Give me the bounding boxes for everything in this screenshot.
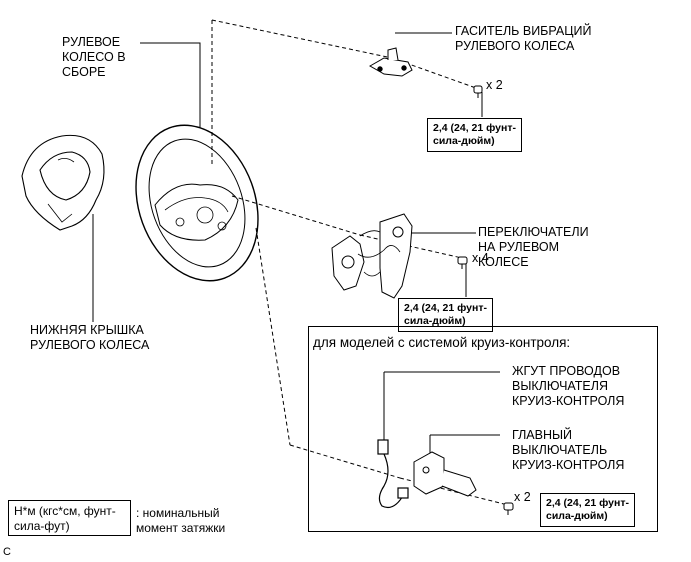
damper-screw-illustration (473, 85, 483, 98)
steering-wheel-illustration (135, 124, 259, 282)
qty-cruise-screws: x 2 (514, 490, 531, 504)
label-wire-harness: ЖГУТ ПРОВОДОВ ВЫКЛЮЧАТЕЛЯ КРУИЗ-КОНТРОЛЯ (512, 364, 625, 408)
leader-lines (92, 32, 500, 470)
corner-mark: C (3, 546, 11, 558)
switch-screw-illustration (457, 256, 468, 269)
qty-switch-screws: x 4 (472, 251, 489, 265)
legend-description: : номинальный момент затяжки (136, 506, 226, 535)
label-steering-switches: ПЕРЕКЛЮЧАТЕЛИ НА РУЛЕВОМ КОЛЕСЕ (478, 225, 589, 269)
cruise-switch-illustration (413, 451, 477, 497)
torque-cruise: 2,4 (24, 21 фунт- сила-дюйм) (540, 493, 635, 527)
torque-damper: 2,4 (24, 21 фунт- сила-дюйм) (427, 118, 522, 152)
cruise-screw-illustration (503, 502, 514, 515)
label-cruise-main-switch: ГЛАВНЫЙ ВЫКЛЮЧАТЕЛЬ КРУИЗ-КОНТРОЛЯ (512, 428, 625, 472)
assembly-dashed-lines (211, 19, 509, 506)
lower-cover-illustration (21, 134, 105, 231)
label-lower-cover: НИЖНЯЯ КРЫШКА РУЛЕВОГО КОЛЕСА (30, 323, 150, 352)
label-steering-wheel: РУЛЕВОЕ КОЛЕСО В СБОРЕ (62, 35, 126, 79)
qty-damper-screws: x 2 (486, 78, 503, 92)
wire-harness-illustration (377, 439, 409, 509)
label-vibration-damper: ГАСИТЕЛЬ ВИБРАЦИЙ РУЛЕВОГО КОЛЕСА (455, 24, 592, 53)
cruise-section (308, 326, 658, 532)
vibration-damper-illustration (368, 47, 413, 77)
legend-unit-box: Н*м (кгс*см, фунт- сила-фут) (8, 500, 131, 536)
steering-switches-illustration (331, 213, 413, 299)
cruise-section-title: для моделей с системой круиз-контроля: (313, 335, 571, 350)
